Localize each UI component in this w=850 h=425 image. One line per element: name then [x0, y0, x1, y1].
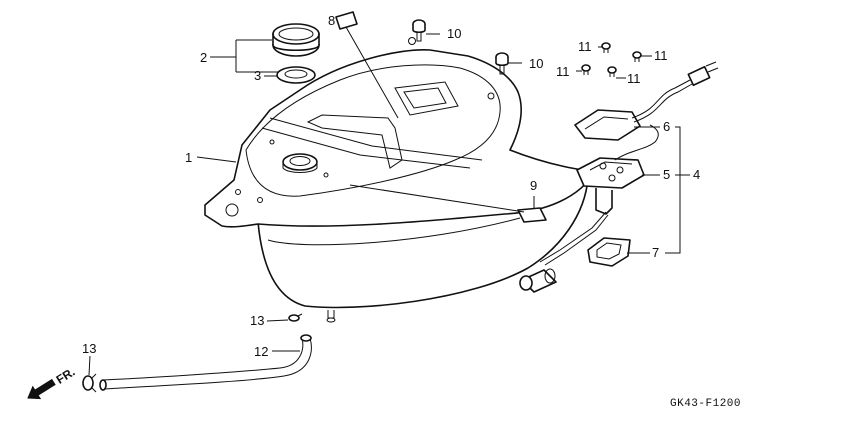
callout-4: 4	[693, 167, 700, 182]
callout-11-b: 11	[654, 48, 668, 63]
caution-label	[335, 11, 358, 30]
callout-7: 7	[652, 245, 659, 260]
bolt-10-upper	[412, 19, 426, 42]
tube-clip-upper	[288, 313, 303, 322]
callout-12: 12	[254, 344, 268, 359]
callout-10-lower: 10	[529, 56, 543, 71]
callout-numbers: 1 2 3 8 10 10 11 11 11 11 6 5 4 7 9 12 1…	[82, 13, 700, 359]
front-arrow-icon	[27, 378, 56, 400]
sender-packing	[587, 237, 631, 267]
front-label: FR.	[54, 365, 78, 387]
callout-1: 1	[185, 150, 192, 165]
callout-2: 2	[200, 50, 207, 65]
fuel-tube	[99, 334, 312, 391]
callout-10-upper: 10	[447, 26, 461, 41]
info-label	[517, 207, 547, 223]
callout-13-lower: 13	[82, 341, 96, 356]
tube-clip-lower	[82, 373, 97, 393]
fuel-filler-cap	[272, 23, 320, 57]
callout-13-upper: 13	[250, 313, 264, 328]
fuel-tank	[204, 37, 597, 323]
callout-5: 5	[663, 167, 670, 182]
screws-11	[581, 42, 642, 77]
callout-8: 8	[328, 13, 335, 28]
leader-lines	[88, 26, 690, 376]
callout-6: 6	[663, 119, 670, 134]
callout-3: 3	[254, 68, 261, 83]
drawing-code: GK43-F1200	[670, 398, 741, 410]
callout-9: 9	[530, 178, 537, 193]
bolt-10-lower	[495, 52, 509, 75]
callout-11-d: 11	[627, 71, 641, 86]
callout-11-a: 11	[578, 39, 592, 54]
front-direction-indicator: FR.	[27, 365, 78, 400]
cap-packing	[276, 66, 316, 84]
callout-11-c: 11	[556, 64, 570, 79]
